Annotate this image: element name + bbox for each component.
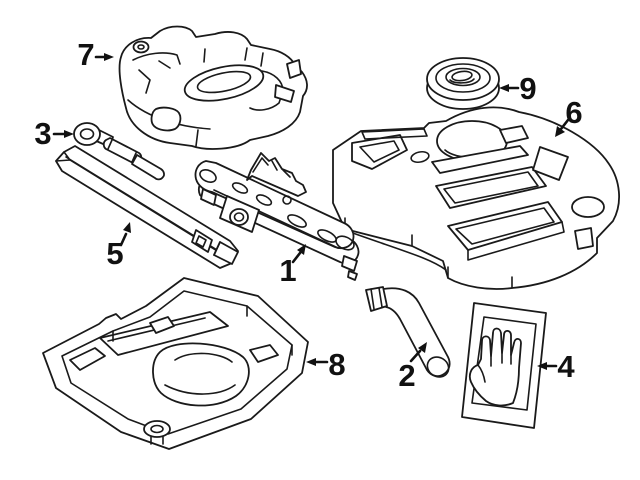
callout-7-arrowhead [104, 53, 114, 61]
callout-3-label: 3 [34, 116, 51, 151]
jack-handle-bar-drawing [55, 145, 239, 269]
callout-8-label: 8 [328, 347, 345, 382]
tool-tray-lower-left-drawing [42, 277, 309, 450]
callout-5: 5 [106, 222, 131, 271]
callout-7-label: 7 [77, 37, 94, 72]
callout-1-label: 1 [279, 253, 296, 288]
callout-6-arrowhead [555, 126, 565, 137]
callout-5-arrowhead [123, 222, 131, 233]
callout-6: 6 [555, 95, 583, 137]
callout-2: 2 [398, 342, 427, 393]
callout-5-arrow [119, 232, 128, 247]
callout-2-arrowhead [418, 342, 427, 353]
callout-4-arrowhead [537, 362, 547, 370]
callout-3: 3 [34, 116, 74, 151]
tool-tray-upper-left-drawing [118, 25, 308, 150]
callout-2-arrow [409, 349, 422, 363]
tow-hook-eyelet-drawing [73, 122, 165, 181]
callout-8: 8 [306, 347, 346, 382]
callout-5-label: 5 [106, 236, 123, 271]
lug-wrench-drawing [365, 286, 451, 378]
callout-6-label: 6 [565, 95, 582, 130]
callout-7: 7 [77, 37, 114, 72]
callout-9-arrowhead [499, 84, 509, 92]
retainer-cap-drawing [426, 57, 500, 110]
callout-4: 4 [537, 349, 575, 384]
scissor-jack-drawing [194, 152, 360, 281]
callout-1-arrowhead [297, 244, 306, 255]
tool-tray-right-drawing [332, 106, 620, 290]
callout-1-arrow [291, 251, 302, 264]
callout-9: 9 [499, 71, 537, 106]
callout-3-arrowhead [64, 130, 74, 138]
callout-8-arrowhead [306, 358, 316, 366]
gloves-package-drawing [461, 302, 547, 429]
callout-2-label: 2 [398, 358, 415, 393]
callout-9-label: 9 [519, 71, 536, 106]
callout-6-arrow [559, 118, 570, 131]
callout-1: 1 [279, 244, 306, 288]
callout-4-label: 4 [557, 349, 575, 384]
